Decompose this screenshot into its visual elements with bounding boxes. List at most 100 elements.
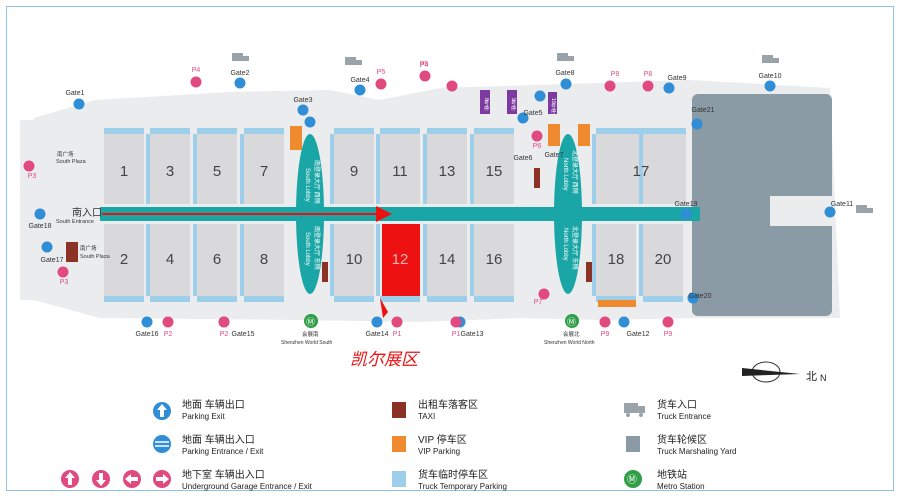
garage-marker[interactable]: P5 (420, 61, 458, 92)
lot-9 (507, 90, 517, 114)
hall-bottom-2[interactable] (104, 224, 144, 296)
gate-marker[interactable]: Gate14 (141, 316, 389, 339)
gate-marker[interactable]: Gate3 (293, 84, 366, 105)
gate-marker[interactable]: Gate7 (544, 82, 675, 160)
truck-temp-strip (380, 296, 420, 302)
gate-marker[interactable]: Gate21 (304, 107, 715, 128)
hall-bottom-20[interactable] (643, 224, 683, 296)
lot-10 (548, 92, 557, 114)
garage-marker[interactable]: P8 (604, 71, 620, 92)
svg-text:P1: P1 (393, 331, 402, 338)
gate-marker[interactable]: Gate2 (230, 70, 250, 89)
hall-bottom-8[interactable] (244, 224, 284, 296)
hall-bottom-6[interactable] (197, 224, 237, 296)
metro-south-label-en: Shenzhen World South (281, 340, 333, 346)
svg-text:Gate17: Gate17 (41, 257, 64, 264)
gate-marker[interactable]: Gate18 (29, 223, 699, 304)
gate-marker[interactable]: Gate20 (297, 104, 712, 301)
svg-text:Gate5: Gate5 (523, 110, 542, 117)
legend-truck-entrance: 货车入口 (657, 398, 697, 411)
garage-marker[interactable]: P3 (57, 266, 69, 287)
garage-marker[interactable]: P2 (218, 316, 230, 339)
truck-temp-strip (240, 134, 244, 204)
hall-top-7[interactable] (244, 134, 284, 204)
gate-marker[interactable]: Gate8 (555, 70, 776, 92)
hall-top-13[interactable] (427, 134, 467, 204)
truck-temp-strip (376, 224, 380, 296)
svg-text:P6: P6 (533, 143, 542, 150)
gate-marker[interactable]: Gate10 (618, 73, 782, 328)
svg-text:P2: P2 (164, 331, 173, 338)
garage-marker[interactable]: P6 (531, 130, 543, 151)
garage-marker[interactable]: P3 (23, 160, 37, 181)
taxi-dropoff-1 (66, 242, 78, 262)
svg-text:Gate3: Gate3 (293, 97, 312, 104)
taxi-dropoff-3 (586, 262, 592, 282)
metro-icon-south-glyph: Ⓜ (306, 317, 315, 327)
hall-number: 7 (260, 163, 268, 180)
svg-text:Gate9: Gate9 (667, 75, 686, 82)
gate-marker[interactable]: Gate6 (513, 78, 572, 163)
kaier-pointer (380, 298, 388, 318)
garage-marker[interactable]: P1 (391, 316, 403, 339)
gate-marker[interactable]: Gate19 (675, 118, 703, 209)
truck-temp-strip (330, 224, 334, 296)
svg-text:P8: P8 (644, 71, 653, 78)
truck-temp-strip (244, 128, 284, 134)
svg-text:Gate7: Gate7 (544, 152, 563, 159)
legend-vip: VIP 停车区 (418, 433, 467, 446)
compass-label-cn: 北 (806, 370, 817, 383)
garage-marker[interactable]: P4 (419, 62, 431, 82)
truck-marshaling-yard (692, 94, 832, 316)
truck-temp-strip (596, 296, 636, 302)
svg-text:P3: P3 (28, 173, 37, 180)
garage-marker[interactable]: P9 (662, 316, 674, 339)
hall-number: 2 (120, 251, 128, 268)
truck-icon (856, 205, 873, 213)
south-plaza-label-top: 南广场 (57, 150, 74, 158)
garage-marker[interactable]: P5 (375, 69, 387, 90)
garage-marker[interactable]: P4 (190, 67, 202, 88)
hall-top-11[interactable] (380, 134, 420, 204)
svg-text:P5: P5 (420, 61, 429, 68)
garage-marker[interactable]: P1 (450, 316, 462, 339)
hall-number: 16 (486, 251, 503, 268)
truck-temp-strip (427, 128, 467, 134)
garage-marker[interactable]: P2 (162, 316, 174, 339)
svg-text:Gate11: Gate11 (831, 201, 854, 208)
garage-marker[interactable]: P9 (599, 316, 611, 339)
taxi-dropoff-4 (534, 168, 540, 188)
vip-parking-4 (598, 300, 636, 307)
gate-marker[interactable]: Gate17 (41, 208, 692, 265)
garage-marker[interactable]: P7 (534, 288, 550, 307)
truck-temp-strip (330, 134, 334, 204)
hall-top-1[interactable] (104, 134, 144, 204)
south-plaza-label-bottom-en: South Plaza (80, 254, 111, 260)
gate-marker[interactable]: Gate9 (667, 75, 836, 218)
hall-bottom-16[interactable] (474, 224, 514, 296)
lot-8 (480, 90, 490, 114)
svg-text:P5: P5 (377, 69, 386, 76)
gate-marker[interactable]: Gate15 (41, 241, 255, 339)
hall-top-9[interactable] (334, 134, 374, 204)
hall-bottom-10[interactable] (334, 224, 374, 296)
truck-temp-strip (592, 224, 596, 296)
svg-text:Gate21: Gate21 (692, 107, 715, 114)
hall-top-5[interactable] (197, 134, 237, 204)
hall-bottom-18[interactable] (596, 224, 636, 296)
hall-top-15[interactable] (474, 134, 514, 204)
legend: 地面 车辆出口 Parking Exit 地面 车辆出入口 Parking En… (61, 398, 736, 491)
gate-marker[interactable]: Gate12 (371, 316, 650, 339)
kaier-hall-12[interactable] (382, 224, 420, 296)
truck-temp-strip (197, 128, 237, 134)
gate-marker[interactable]: Gate1 (65, 90, 85, 110)
gate-marker[interactable]: Gate4 (350, 77, 529, 124)
svg-text:Gate18: Gate18 (29, 223, 52, 230)
garage-marker[interactable]: P8 (642, 71, 654, 92)
gate-marker[interactable]: Gate5 (523, 90, 546, 118)
hall-top-3[interactable] (150, 134, 190, 204)
hall-bottom-14[interactable] (427, 224, 467, 296)
hall-bottom-4[interactable] (150, 224, 190, 296)
gate-marker[interactable]: Gate16 (34, 208, 159, 339)
hall-number: 6 (213, 251, 221, 268)
